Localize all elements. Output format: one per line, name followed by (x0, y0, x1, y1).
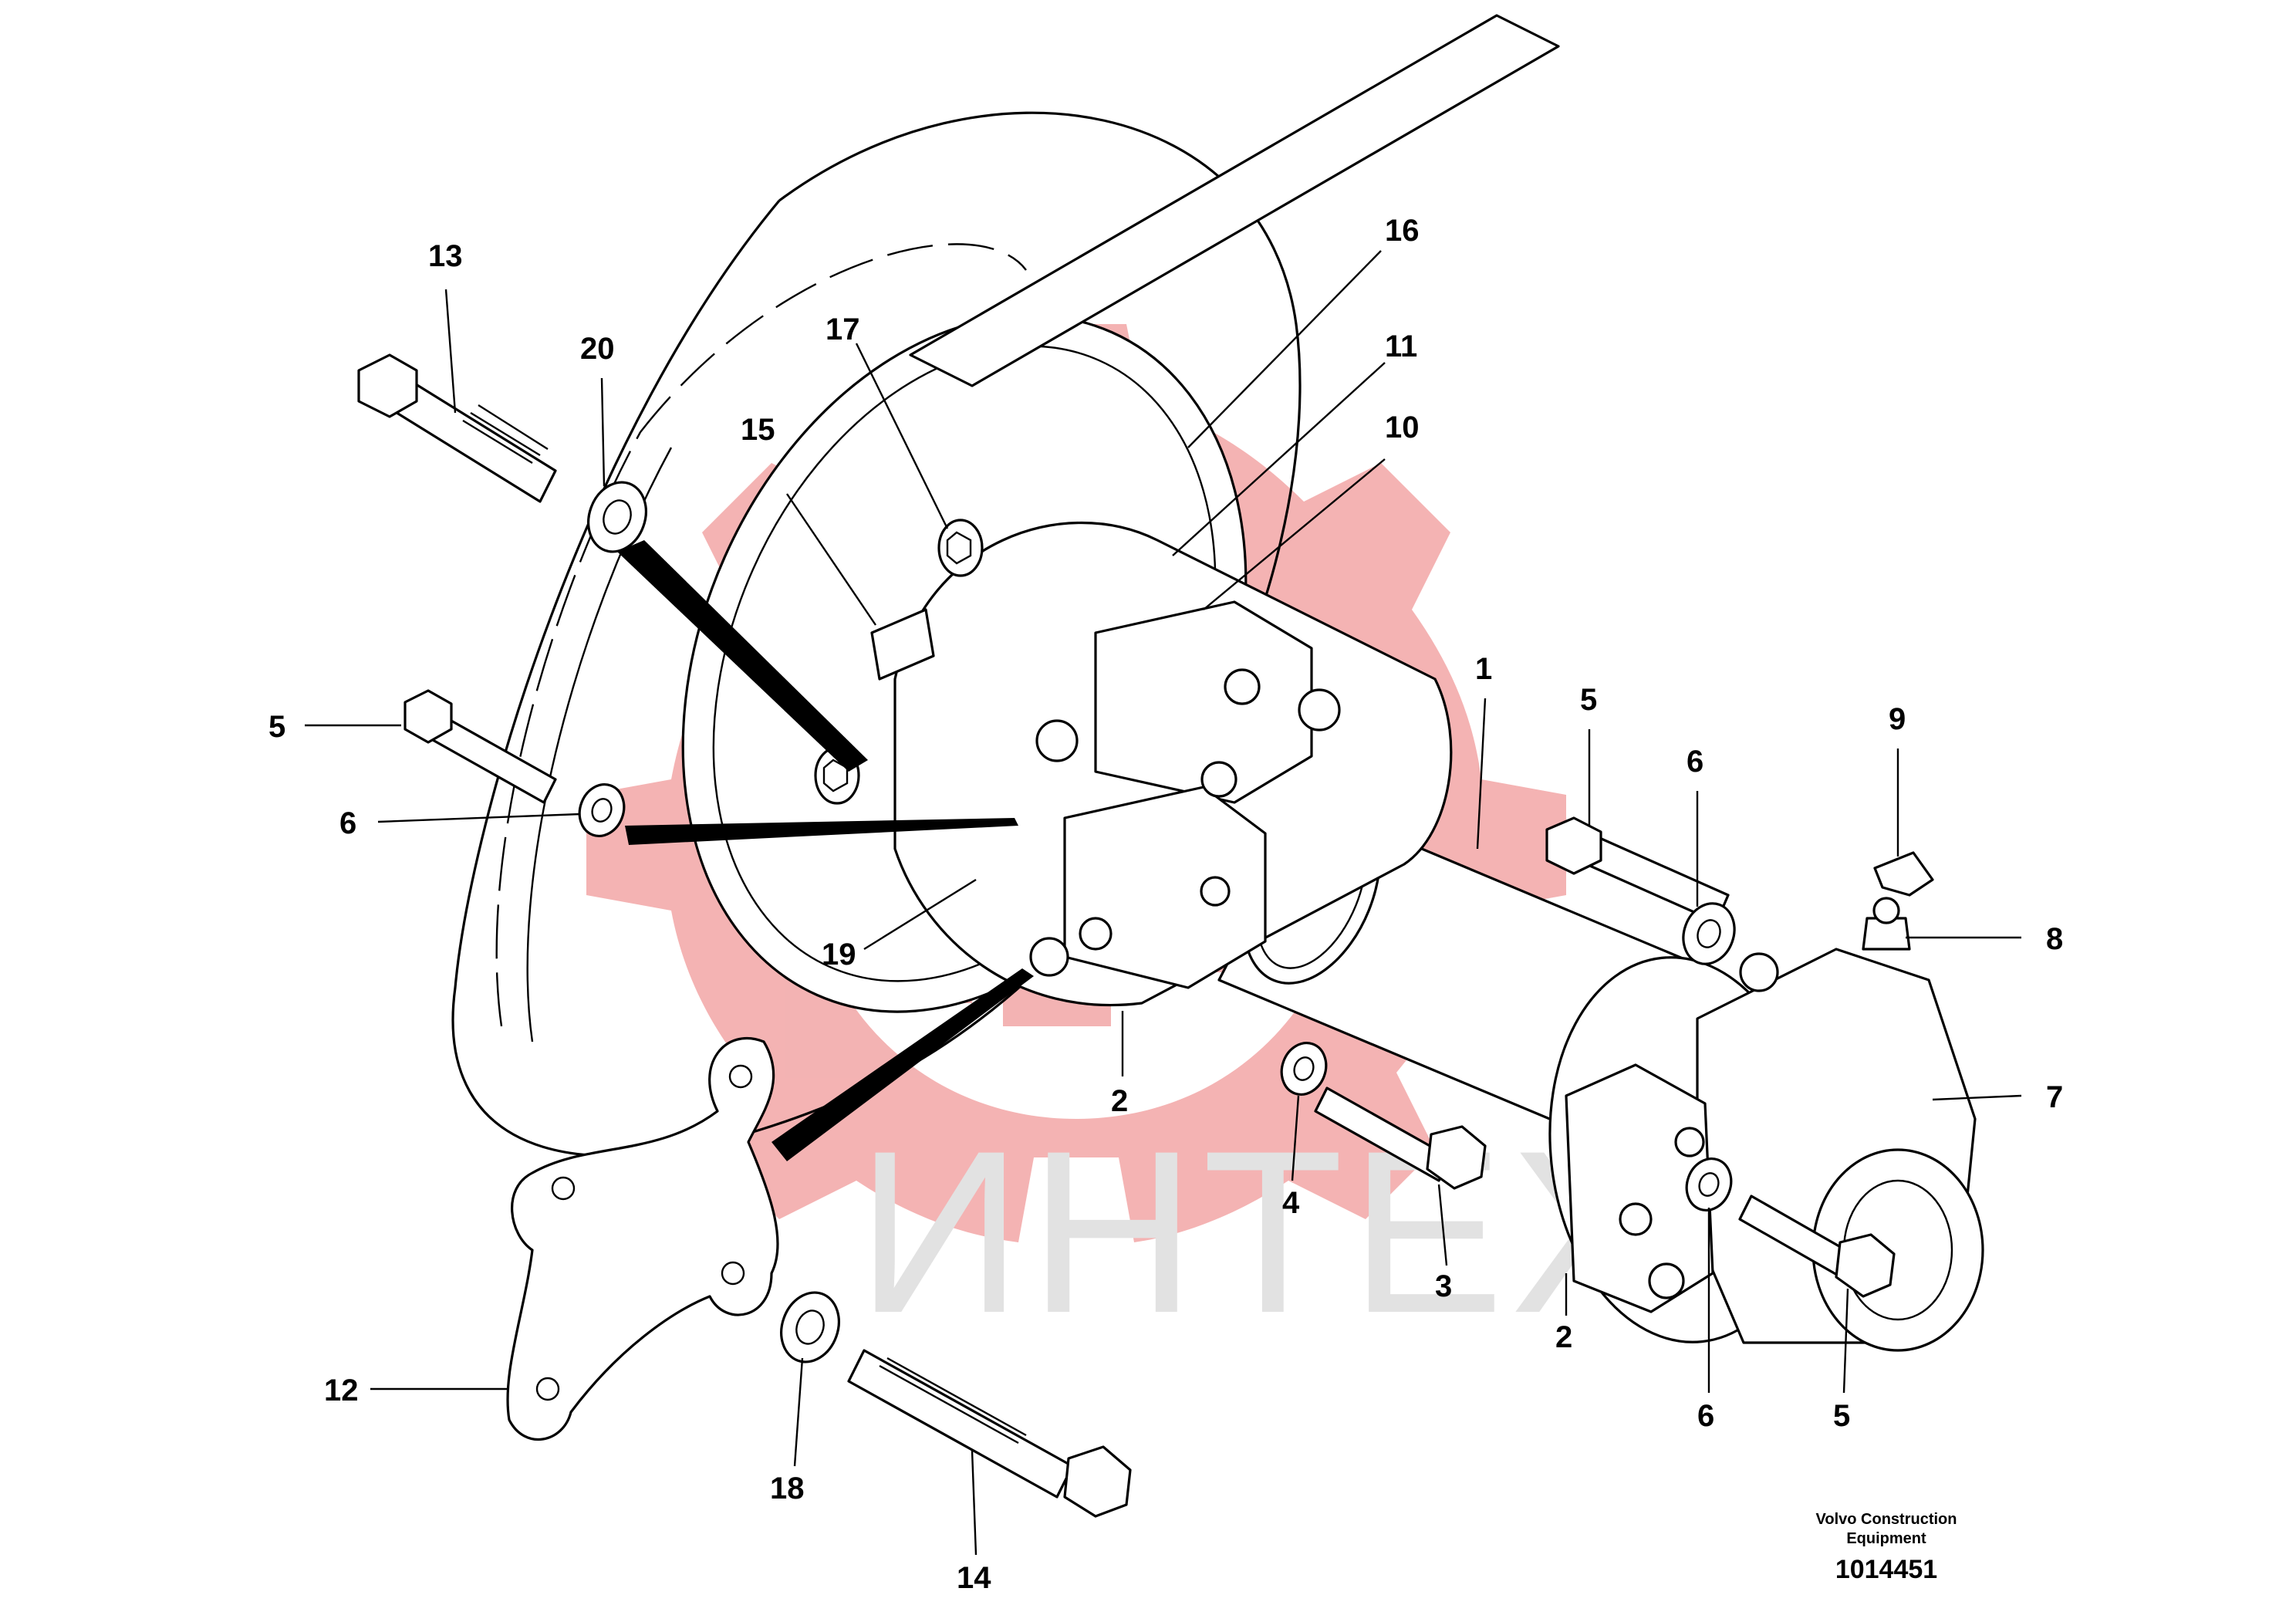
bolt-3 (1314, 1086, 1487, 1190)
bolt-5-right-bottom (1738, 1195, 1896, 1298)
bolt-13 (357, 353, 557, 503)
callout-8: 8 (2046, 922, 2063, 956)
callout-18: 18 (770, 1472, 805, 1505)
callout-12: 12 (324, 1374, 359, 1407)
callout-5-right-top: 5 (1580, 683, 1597, 717)
callout-16: 16 (1385, 214, 1420, 248)
callout-4: 4 (1282, 1186, 1300, 1220)
grease-nipple-8 (1862, 897, 1911, 951)
bolt-5-left (403, 689, 557, 804)
washer-20 (587, 481, 647, 553)
callout-6-right-bottom: 6 (1697, 1399, 1714, 1433)
washer-6-right-top (1682, 902, 1736, 965)
callout-3: 3 (1435, 1269, 1452, 1303)
washer-18 (780, 1291, 840, 1363)
callout-11: 11 (1385, 329, 1417, 363)
plate-12 (506, 1036, 779, 1441)
credit-line-1: Volvo Construction (1816, 1511, 1957, 1528)
washer-6-left (578, 783, 626, 837)
callout-5-right-bottom: 5 (1833, 1399, 1850, 1433)
callout-6-right-top: 6 (1687, 745, 1703, 779)
front-joint-assembly (814, 519, 1453, 1007)
washer-6-right-bottom (1685, 1157, 1733, 1211)
cap-9 (1873, 851, 1934, 897)
callout-15: 15 (741, 413, 775, 447)
callout-17: 17 (826, 313, 860, 346)
callout-10: 10 (1385, 411, 1420, 444)
callout-1: 1 (1475, 652, 1492, 686)
callout-2-left: 2 (1111, 1084, 1128, 1118)
callout-19: 19 (822, 938, 856, 972)
bolt-5-right-top (1545, 816, 1730, 924)
callout-13: 13 (428, 239, 463, 273)
leader-lines (305, 250, 2022, 1556)
credit-line-2: Equipment (1846, 1530, 1926, 1547)
callout-14: 14 (957, 1561, 991, 1595)
callout-7: 7 (2046, 1080, 2063, 1114)
callout-2-right: 2 (1555, 1320, 1572, 1354)
footer-credit: Volvo Construction Equipment 1014451 (1816, 1511, 1957, 1584)
callout-5-left: 5 (268, 710, 285, 744)
callout-labels: 13 20 17 15 16 11 10 5 6 19 1 5 6 9 8 7 … (268, 214, 2063, 1595)
callout-9: 9 (1889, 702, 1906, 736)
bolt-14 (847, 1349, 1132, 1518)
diagonal-bar (909, 14, 1560, 387)
assembly-arrows (617, 540, 1034, 1161)
document-number: 1014451 (1835, 1555, 1937, 1584)
callout-6-left: 6 (339, 806, 356, 840)
watermark-text: ИНТЕХ (856, 1102, 1671, 1361)
callout-20: 20 (580, 332, 615, 366)
washer-4 (1280, 1042, 1328, 1096)
